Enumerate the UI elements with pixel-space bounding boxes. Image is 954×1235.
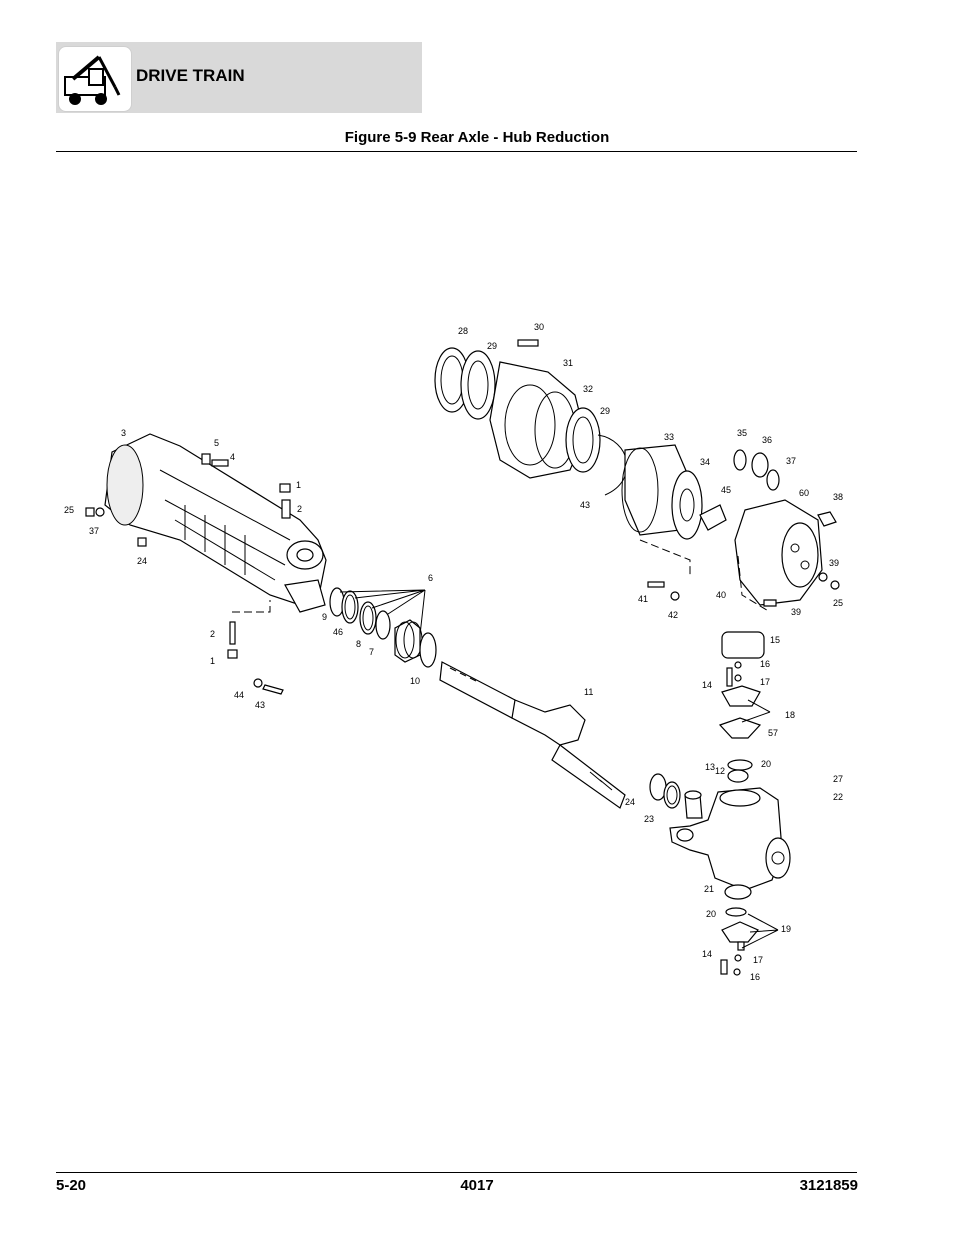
- steering-knuckle: [669, 787, 791, 891]
- callout-label: 22: [833, 792, 843, 802]
- rings-group: [329, 587, 437, 668]
- kingpin-lower: [720, 884, 779, 976]
- callout-label: 33: [664, 432, 674, 442]
- callout-label: 34: [700, 457, 710, 467]
- callout-label: 8: [356, 639, 361, 649]
- callout-label: 45: [721, 485, 731, 495]
- callout-label: 60: [799, 488, 809, 498]
- footer-rule: [56, 1172, 857, 1173]
- callout-label: 23: [644, 814, 654, 824]
- kingpin-upper: [718, 631, 771, 783]
- callout-label: 37: [89, 526, 99, 536]
- callout-label: 43: [255, 700, 265, 710]
- callout-label: 14: [702, 680, 712, 690]
- callout-label: 5: [214, 438, 219, 448]
- callout-label: 13: [705, 762, 715, 772]
- callout-label: 1: [210, 656, 215, 666]
- callout-label: 30: [534, 322, 544, 332]
- callout-label: 16: [750, 972, 760, 982]
- callout-label: 3: [121, 428, 126, 438]
- callout-label: 29: [487, 341, 497, 351]
- callout-label: 20: [706, 909, 716, 919]
- callout-label: 29: [600, 406, 610, 416]
- callout-label: 41: [638, 594, 648, 604]
- callout-label: 7: [369, 647, 374, 657]
- callout-label: 19: [781, 924, 791, 934]
- callout-label: 20: [761, 759, 771, 769]
- callout-label: 21: [704, 884, 714, 894]
- callout-label: 14: [702, 949, 712, 959]
- figure-caption: Figure 5-9 Rear Axle - Hub Reduction: [344, 129, 610, 146]
- callout-label: 6: [428, 573, 433, 583]
- callout-label: 24: [137, 556, 147, 566]
- wheel-hub-group: [434, 339, 840, 613]
- callout-label: 16: [760, 659, 770, 669]
- callout-label: 24: [625, 797, 635, 807]
- callout-label: 42: [668, 610, 678, 620]
- callout-label: 31: [563, 358, 573, 368]
- callout-label: 32: [583, 384, 593, 394]
- callout-label: 46: [333, 627, 343, 637]
- callout-label: 39: [829, 558, 839, 568]
- drive-shaft: [439, 661, 626, 809]
- callout-label: 10: [410, 676, 420, 686]
- callout-label: 4: [230, 452, 235, 462]
- callout-label: 37: [786, 456, 796, 466]
- callout-label: 15: [770, 635, 780, 645]
- callout-label: 1: [296, 480, 301, 490]
- callout-label: 43: [580, 500, 590, 510]
- callout-label: 28: [458, 326, 468, 336]
- model-number: 4017: [460, 1177, 494, 1194]
- callout-label: 18: [785, 710, 795, 720]
- callout-label: 17: [753, 955, 763, 965]
- callout-label: 36: [762, 435, 772, 445]
- telehandler-icon: [58, 46, 132, 112]
- callout-label: 38: [833, 492, 843, 502]
- callout-label: 39: [791, 607, 801, 617]
- callout-labels: 3 5 4 1 2 25 37 24 2 1 44 43 9 46 8 7 10…: [64, 322, 843, 982]
- callout-label: 35: [737, 428, 747, 438]
- header-rule: [56, 151, 857, 152]
- callout-label: 2: [297, 504, 302, 514]
- callout-label: 12: [715, 766, 725, 776]
- callout-label: 11: [584, 687, 593, 697]
- section-title: DRIVE TRAIN: [136, 66, 245, 85]
- callout-label: 25: [833, 598, 843, 608]
- callout-label: 27: [833, 774, 843, 784]
- callout-label: 25: [64, 505, 74, 515]
- callout-label: 17: [760, 677, 770, 687]
- callout-label: 2: [210, 629, 215, 639]
- section-header: DRIVE TRAIN: [56, 42, 422, 113]
- loose-fasteners: [227, 621, 284, 695]
- callout-label: 57: [768, 728, 778, 738]
- axle-housing: [85, 433, 327, 613]
- callout-label: 44: [234, 690, 244, 700]
- callout-label: 40: [716, 590, 726, 600]
- page-number: 5-20: [56, 1177, 87, 1194]
- spindle-rings: [649, 773, 703, 819]
- part-number: 3121859: [799, 1177, 858, 1194]
- callout-label: 9: [322, 612, 327, 622]
